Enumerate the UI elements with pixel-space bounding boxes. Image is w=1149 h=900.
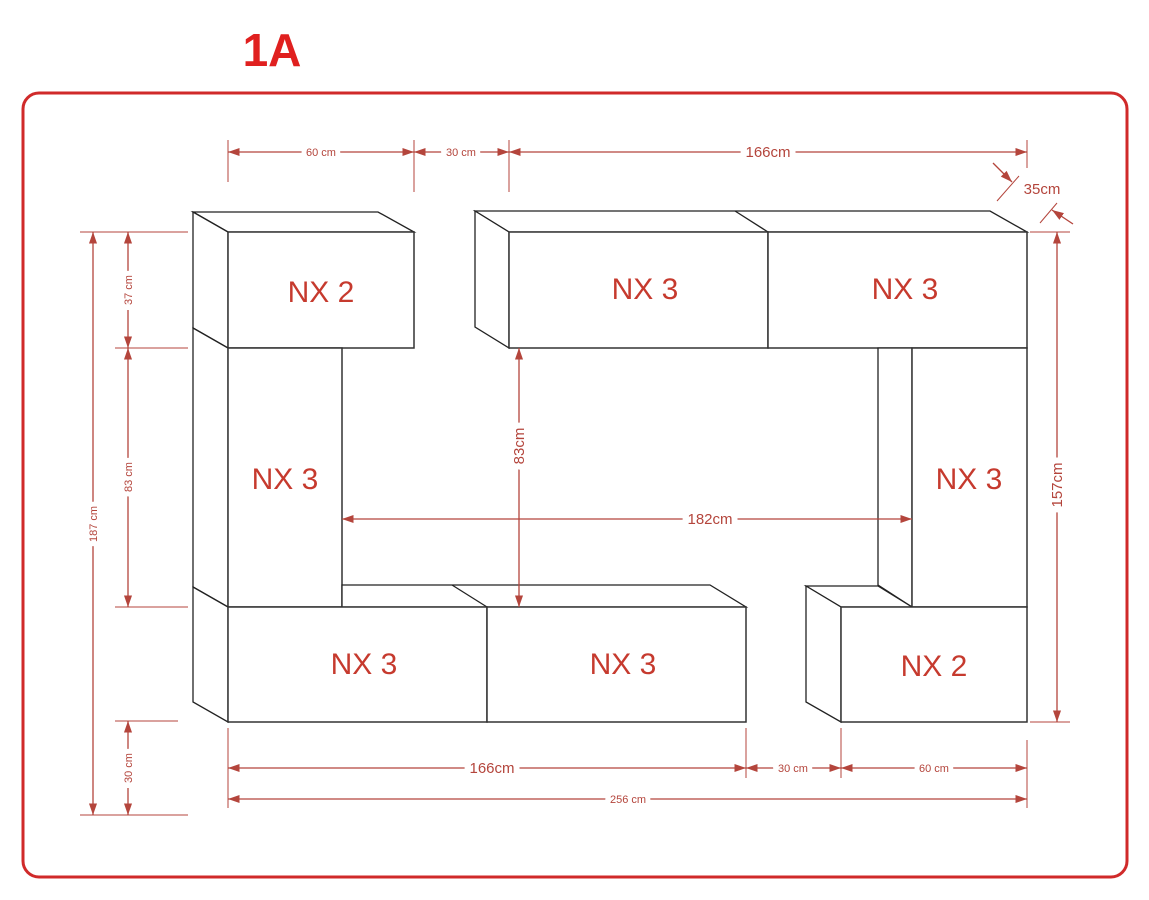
dim-left-30: 30 cm [123, 753, 135, 783]
dim-right-157: 157cm [1049, 462, 1066, 507]
module-label: NX 3 [872, 273, 939, 306]
module-label: NX 2 [901, 650, 968, 683]
module-top-left: NX 2 [190, 210, 417, 350]
dim-bottom-30: 30 cm [778, 763, 808, 775]
dim-top-60: 60 cm [306, 147, 336, 159]
module-label: NX 3 [936, 463, 1003, 496]
module-label: NX 3 [331, 648, 398, 681]
dim-bottom-166: 166cm [469, 760, 514, 777]
dim-middle-83: 83cm [511, 428, 528, 465]
frame-border [21, 91, 1129, 879]
module-label: NX 3 [590, 648, 657, 681]
right-dimensions: 157cm [1030, 231, 1072, 723]
module-top-right-b: NX 3 [767, 231, 1028, 349]
dim-bottom-60: 60 cm [919, 763, 949, 775]
module-right-vertical: NX 3 [877, 347, 1028, 609]
dim-top-166: 166cm [745, 144, 790, 161]
module-bottom-middle: NX 3 [486, 606, 747, 723]
module-label: NX 3 [612, 273, 679, 306]
bottom-dimensions: 166cm 30 cm 60 cm 256 cm [227, 728, 1028, 811]
module-bottom-left: NX 3 [192, 584, 749, 724]
module-left-vertical: NX 3 [192, 326, 343, 609]
dim-left-37: 37 cm [123, 275, 135, 305]
diagram-title: 1A [243, 24, 302, 76]
dim-left-83: 83 cm [123, 462, 135, 492]
module-label: NX 3 [252, 463, 319, 496]
dim-middle-182: 182cm [687, 511, 732, 528]
module-bottom-right: NX 2 [803, 584, 1028, 724]
module-label: NX 2 [288, 276, 355, 309]
middle-dimensions: 83cm 182cm [342, 348, 912, 607]
dim-left-187: 187 cm [88, 506, 100, 542]
left-dimensions: 187 cm 37 cm 83 cm 30 cm [80, 231, 188, 816]
dim-top-30: 30 cm [446, 147, 476, 159]
dim-bottom-256: 256 cm [610, 794, 646, 806]
dim-depth-35: 35cm [1024, 181, 1061, 198]
